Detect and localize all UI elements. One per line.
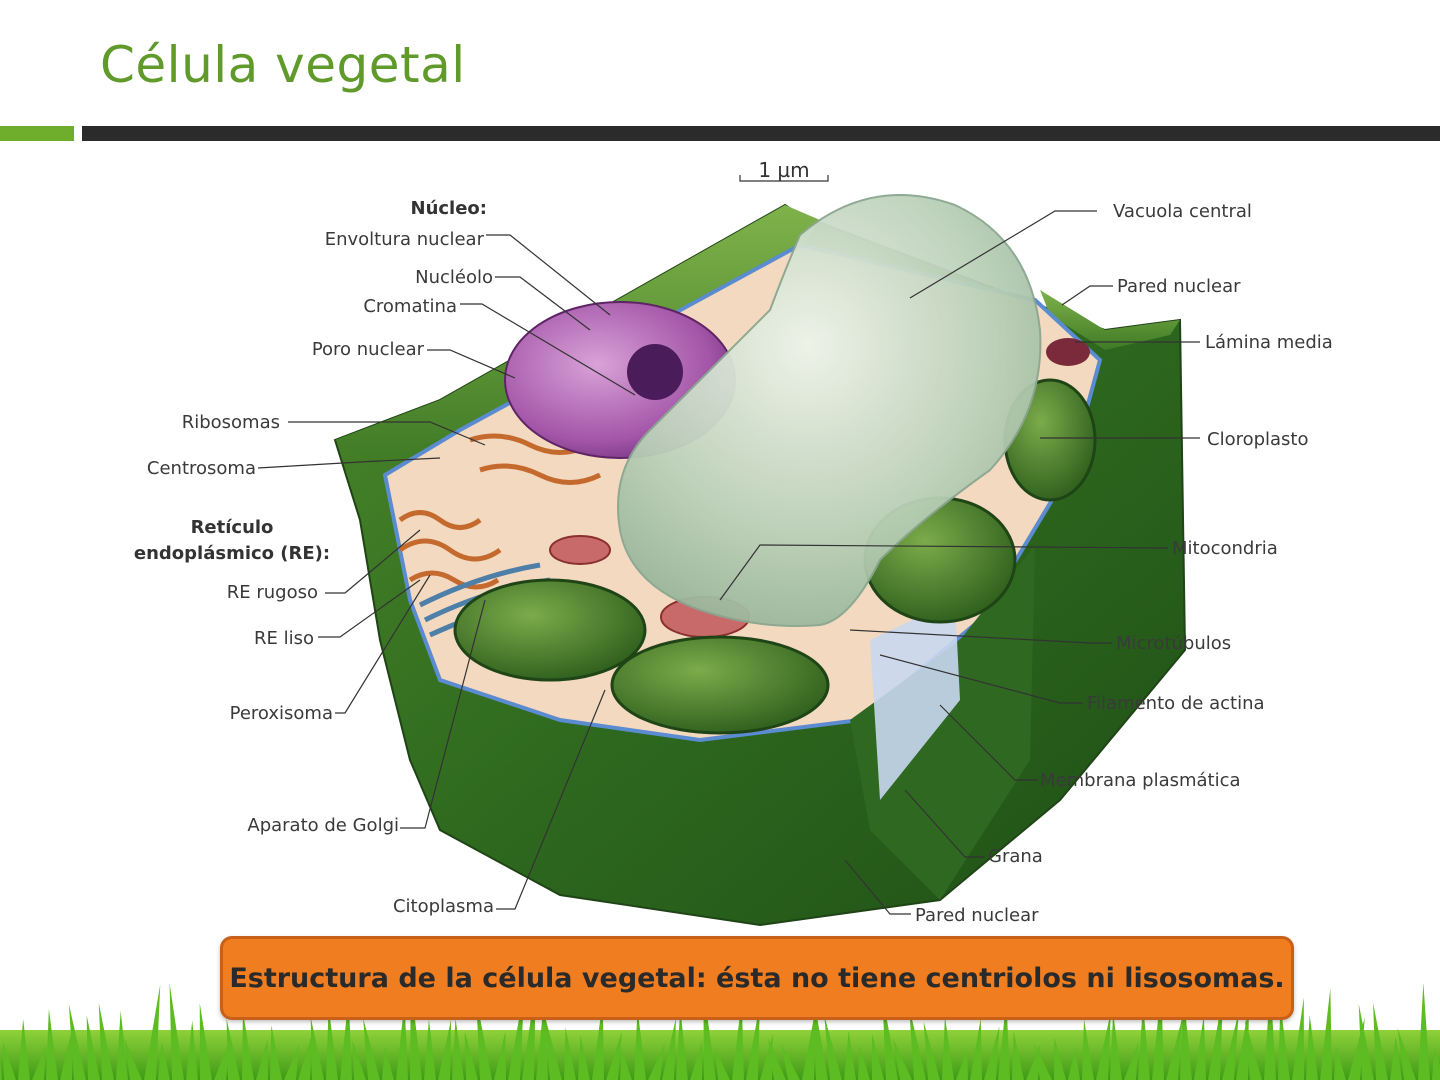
caption-box: Estructura de la célula vegetal: ésta no… (220, 936, 1294, 1020)
right-labels: Vacuola central Pared nuclear Lámina med… (915, 201, 1333, 926)
label-mitocondria: Mitocondria (1172, 538, 1278, 559)
label-re-rugoso: RE rugoso (227, 582, 318, 603)
caption-text: Estructura de la célula vegetal: ésta no… (229, 962, 1285, 994)
label-filamento-actina: Filamento de actina (1087, 693, 1265, 714)
scale-bar-label: 1 µm (758, 158, 809, 182)
label-membrana-plasmatica: Membrana plasmática (1040, 770, 1241, 791)
label-cloroplasto: Cloroplasto (1207, 429, 1309, 450)
label-poro-nuclear: Poro nuclear (312, 339, 425, 360)
scale-bar: 1 µm (739, 158, 829, 182)
label-cromatina: Cromatina (363, 296, 457, 317)
left-labels: Núcleo: Envoltura nuclear Nucléolo Croma… (134, 198, 494, 917)
label-microtubulos: Microtúbulos (1116, 633, 1231, 654)
label-nucleolo: Nucléolo (415, 267, 493, 288)
label-aparato-golgi: Aparato de Golgi (247, 815, 399, 836)
label-peroxisoma: Peroxisoma (230, 703, 333, 724)
grass-decoration (0, 981, 1440, 1080)
label-lamina-media: Lámina media (1205, 332, 1333, 353)
slide-title: Célula vegetal (100, 36, 466, 94)
label-reticulo-heading: Retículo (191, 517, 274, 538)
label-envoltura-nuclear: Envoltura nuclear (325, 229, 485, 250)
label-nucleo-heading: Núcleo: (411, 198, 488, 219)
label-pared-nuclear-top: Pared nuclear (1117, 276, 1241, 297)
label-citoplasma: Citoplasma (393, 896, 494, 917)
leader-lines (257, 210, 1200, 915)
label-reticulo-heading-2: endoplásmico (RE): (134, 543, 330, 564)
label-pared-nuclear-bottom: Pared nuclear (915, 905, 1039, 926)
label-vacuola-central: Vacuola central (1113, 201, 1252, 222)
title-divider-band (82, 126, 1440, 141)
label-grana: Grana (988, 846, 1043, 867)
label-centrosoma: Centrosoma (147, 458, 256, 479)
label-ribosomas: Ribosomas (182, 412, 280, 433)
label-re-liso: RE liso (254, 628, 314, 649)
title-accent-band (0, 126, 74, 141)
cell-illustration (333, 194, 1187, 927)
